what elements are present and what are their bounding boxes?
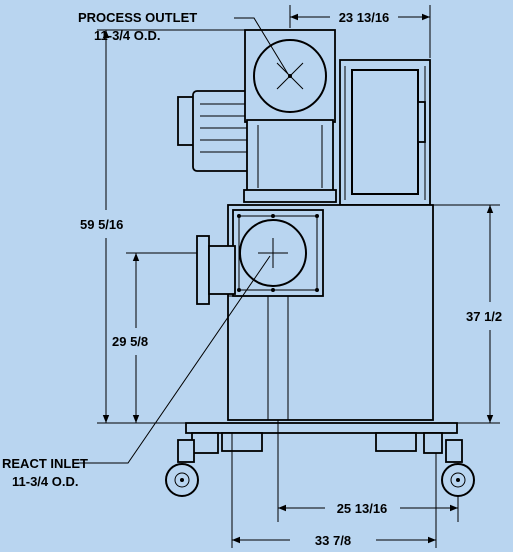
outlet-leader [234,17,289,75]
base-pad-right [375,432,417,452]
drive-section [246,119,334,193]
lower-height-dimension: 37 1/2 [466,309,502,324]
control-cabinet [339,59,431,206]
leader-lines [78,17,289,464]
caster-right [441,439,475,497]
base-pad-left [221,432,263,452]
side-pipe [196,235,236,305]
react-inlet-size: 11-3/4 O.D. [12,474,78,489]
base-foot-right [423,432,443,454]
overall-base-dimension: 33 7/8 [315,533,351,548]
react-inlet-flange [232,209,324,297]
inlet-height-dimension: 29 5/8 [112,334,148,349]
inlet-leader [78,255,271,464]
process-outlet-flange [253,39,327,113]
cabinet-handle [417,101,426,143]
dimension-lines [97,5,500,548]
motor [177,90,256,172]
process-outlet-label: PROCESS OUTLET [78,10,197,25]
outlet-spokes [276,62,304,90]
top-width-dimension: 23 13/16 [339,10,390,25]
react-inlet-label: REACT INLET [2,456,88,471]
machine-body [165,29,475,497]
overall-height-dimension: 59 5/16 [80,217,123,232]
caster-left [165,439,199,497]
caster-span-dimension: 25 13/16 [337,501,388,516]
process-outlet-size: 11-3/4 O.D. [94,28,160,43]
base-frame [185,422,458,434]
base-foot-left [191,432,219,454]
